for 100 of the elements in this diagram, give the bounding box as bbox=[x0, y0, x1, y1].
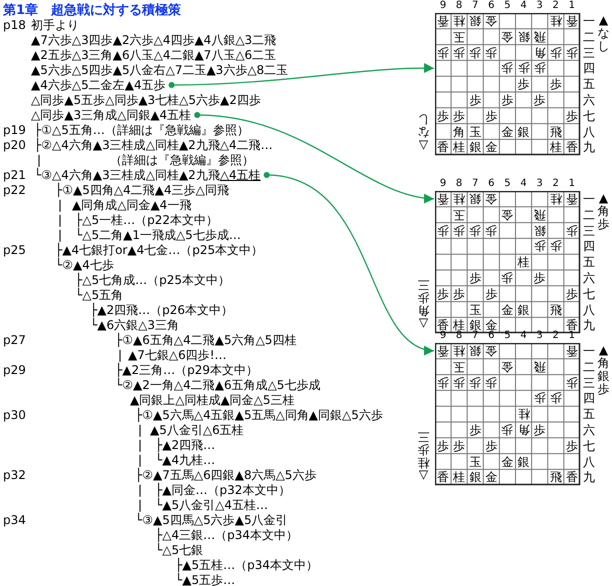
shogi-piece: 角 bbox=[516, 422, 531, 437]
move-sequence: ▲7六歩△3四歩▲2六歩△4四歩▲4八銀△3二飛 bbox=[31, 32, 276, 48]
file-number: 9 bbox=[438, 0, 448, 11]
move-sequence: ├△5一桂…（p22本文中） bbox=[75, 212, 218, 228]
shogi-piece: 歩 bbox=[532, 422, 547, 437]
hand-pieces: ▲なし bbox=[597, 14, 610, 53]
page-number: p34 bbox=[3, 512, 26, 528]
shogi-piece: 金 bbox=[484, 344, 498, 358]
shogi-piece: 歩 bbox=[468, 270, 482, 285]
move-sequence: ├②▲7五馬△6四銀▲8六馬△5六歩 bbox=[135, 468, 316, 482]
shogi-piece: 歩 bbox=[452, 376, 466, 390]
shogi-piece: 歩 bbox=[452, 286, 466, 301]
rank-number: 三 bbox=[583, 376, 595, 390]
shogi-piece: 歩 bbox=[468, 46, 482, 60]
shogi-piece: 銀 bbox=[468, 344, 482, 358]
shogi-piece: 角 bbox=[532, 46, 547, 60]
tree-line: | bbox=[58, 198, 62, 212]
move-sequence: ├①▲5六馬△4五銀▲5五馬△同角▲同銀△5六歩 bbox=[135, 408, 383, 422]
shogi-piece: 角 bbox=[452, 124, 466, 138]
shogi-piece: 銀 bbox=[468, 470, 482, 484]
shogi-piece: 歩 bbox=[468, 92, 482, 107]
file-number: 1 bbox=[568, 330, 575, 341]
shogi-piece: 桂 bbox=[452, 318, 466, 332]
shogi-piece: 桂 bbox=[452, 344, 466, 358]
shogi-piece: 桂 bbox=[516, 255, 531, 270]
shogi-piece: 歩 bbox=[564, 108, 579, 123]
file-number: 3 bbox=[535, 0, 544, 11]
shogi-piece: 金 bbox=[500, 302, 514, 316]
move-sequence: ├①▲6五角△4二飛▲5六角△5四桂 bbox=[115, 332, 296, 348]
rank-number: 一 bbox=[583, 14, 595, 28]
shogi-piece: 飛 bbox=[532, 30, 547, 44]
move-sequence: ├▲2四飛… bbox=[155, 438, 216, 452]
file-number: 8 bbox=[454, 0, 464, 11]
tree-line: | bbox=[58, 228, 62, 242]
hand-pieces: △なし bbox=[417, 113, 430, 152]
shogi-piece: 香 bbox=[564, 192, 579, 206]
rank-number: 四 bbox=[583, 239, 595, 254]
rank-number: 二 bbox=[583, 208, 595, 222]
shogi-piece: 歩 bbox=[452, 438, 466, 453]
move-sequence: └▲6六銀△3三角 bbox=[90, 318, 179, 332]
file-number: 8 bbox=[456, 330, 462, 341]
hand-pieces: ▲角歩 bbox=[597, 192, 610, 231]
page-number: p30 bbox=[3, 408, 26, 422]
file-number: 6 bbox=[487, 178, 496, 189]
page-number: p25 bbox=[3, 242, 26, 258]
shogi-piece: 桂 bbox=[452, 14, 466, 28]
shogi-piece: 玉 bbox=[452, 30, 466, 44]
move-sequence: ├▲2四飛…（p26本文中） bbox=[90, 302, 233, 318]
move-sequence: └③△4六角▲3三桂成△同桂▲2九飛 bbox=[34, 168, 220, 182]
chapter-title: 第1章 超急戦に対する積極策 bbox=[3, 3, 182, 18]
shogi-piece: 歩 bbox=[548, 77, 563, 92]
shogi-piece: 歩 bbox=[564, 224, 579, 238]
page-number: p22 bbox=[3, 182, 26, 198]
rank-number: 五 bbox=[583, 77, 595, 92]
tree-line: | bbox=[138, 438, 142, 452]
shogi-piece: 歩 bbox=[484, 224, 498, 238]
move-sequence: ├①△5五角…（詳細は『急戦編』参照） bbox=[34, 122, 249, 138]
shogi-piece: 歩 bbox=[516, 61, 531, 76]
file-number: 2 bbox=[552, 330, 560, 341]
tree-line: | bbox=[138, 422, 142, 438]
shogi-piece: 金 bbox=[484, 470, 498, 484]
page-number: p19 bbox=[3, 122, 26, 138]
shogi-piece: 飛 bbox=[532, 208, 547, 222]
rank-number: 二 bbox=[583, 360, 595, 374]
file-number: 9 bbox=[438, 178, 448, 189]
shogi-piece: 歩 bbox=[484, 286, 498, 301]
shogi-piece: 歩 bbox=[452, 224, 466, 238]
shogi-piece: 銀 bbox=[468, 192, 482, 206]
rank-number: 六 bbox=[583, 423, 595, 437]
rank-number: 三 bbox=[583, 46, 595, 60]
page-number: p32 bbox=[3, 468, 26, 482]
page-number: p18 bbox=[3, 18, 26, 32]
file-number: 7 bbox=[471, 178, 480, 189]
tree-line: | bbox=[118, 348, 122, 362]
shogi-piece: 歩 bbox=[500, 61, 514, 76]
shogi-piece: 歩 bbox=[468, 224, 482, 238]
move-sequence: └③▲5四馬△5六歩▲5八金引 bbox=[135, 512, 288, 528]
tree-line: | bbox=[58, 212, 62, 228]
page-number: p29 bbox=[3, 362, 26, 378]
shogi-piece: 歩 bbox=[484, 438, 498, 453]
shogi-piece: 歩 bbox=[500, 92, 514, 107]
hand-pieces: ▲角銀歩 bbox=[597, 344, 610, 396]
shogi-piece: 歩 bbox=[436, 224, 450, 238]
shogi-piece: 銀 bbox=[516, 454, 531, 468]
file-number: 2 bbox=[552, 0, 560, 11]
shogi-piece: 歩 bbox=[516, 77, 531, 92]
file-number: 2 bbox=[552, 178, 560, 189]
shogi-piece: 飛 bbox=[532, 360, 547, 374]
shogi-piece: 歩 bbox=[548, 391, 563, 406]
rank-number: 四 bbox=[583, 61, 595, 76]
rank-number: 五 bbox=[583, 255, 595, 270]
shogi-piece: 銀 bbox=[516, 30, 531, 44]
connector-arrow bbox=[168, 63, 434, 88]
rank-number: 二 bbox=[583, 30, 595, 44]
shogi-piece: 金 bbox=[484, 192, 498, 206]
shogi-piece: 歩 bbox=[548, 46, 563, 60]
shogi-piece: 銀 bbox=[468, 140, 482, 154]
shogi-piece: 桂 bbox=[516, 407, 531, 422]
shogi-piece: 金 bbox=[500, 30, 514, 44]
shogi-piece: 香 bbox=[564, 140, 579, 154]
